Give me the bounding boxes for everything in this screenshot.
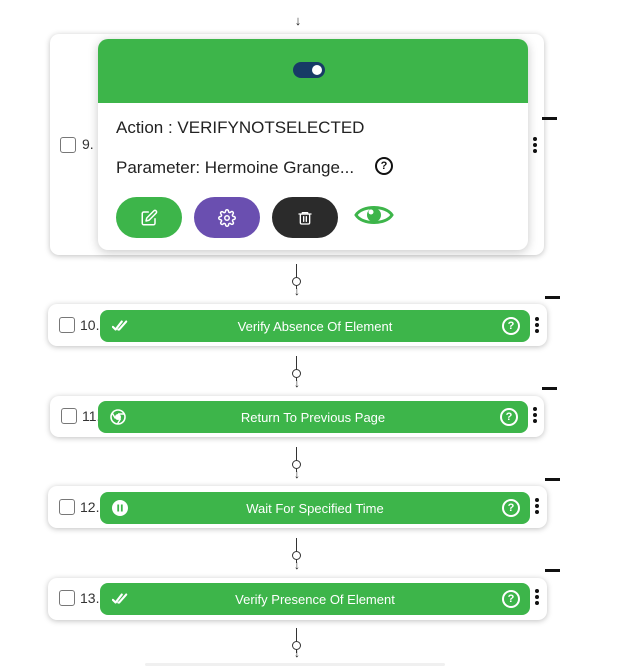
collapse-dash-11-icon[interactable] [542,387,557,390]
step-checkbox-10[interactable] [59,317,75,333]
step-pill-11[interactable]: Return To Previous Page ? [98,401,528,433]
edit-icon [141,209,158,225]
pause-icon [112,500,128,516]
step-pill-12[interactable]: Wait For Specified Time ? [100,492,530,524]
delete-button[interactable] [272,197,338,238]
step-help-12-icon[interactable]: ? [502,499,520,517]
collapse-dash-9-icon[interactable] [542,117,557,120]
step-menu-11-icon[interactable] [533,407,537,425]
edit-button[interactable] [116,197,182,238]
step-checkbox-11[interactable] [61,408,77,424]
step-number-12: 12. [80,499,100,515]
step-label-11: Return To Previous Page [240,409,386,425]
step-number-11: 11. [82,408,101,424]
double-check-icon [112,591,128,607]
step-checkbox-9[interactable] [60,137,76,153]
step-help-10-icon[interactable]: ? [502,317,520,335]
step-menu-13-icon[interactable] [535,589,539,607]
enable-toggle[interactable] [293,62,325,78]
next-step-card-edge [145,663,445,666]
double-check-icon [112,318,128,334]
step-number-13: 13. [80,590,100,606]
step-9-detail-popup: Action : VERIFYNOTSELECTED Parameter: He… [98,39,528,250]
step-checkbox-12[interactable] [59,499,75,515]
connector-10-11: ↓ [290,356,304,389]
collapse-dash-13-icon[interactable] [545,569,560,572]
step-menu-12-icon[interactable] [535,498,539,516]
connector-9-10: ↓ [290,264,304,297]
step-menu-9-icon[interactable] [533,137,537,155]
step-pill-13[interactable]: Verify Presence Of Element ? [100,583,530,615]
connector-13-next: ↓ [290,628,304,660]
toggle-knob [312,65,322,75]
collapse-dash-12-icon[interactable] [545,478,560,481]
connector-12-13: ↓ [290,538,304,571]
step-label-13: Verify Presence Of Element [235,591,395,607]
step-help-13-icon[interactable]: ? [502,590,520,608]
collapse-dash-10-icon[interactable] [545,296,560,299]
action-text: Action : VERIFYNOTSELECTED [116,118,365,137]
delete-icon [298,211,312,225]
eye-icon[interactable] [354,202,394,228]
parameter-help-icon[interactable]: ? [375,157,393,175]
top-arrow-icon: ↓ [294,13,302,28]
step-number-9: 9. [82,136,94,152]
chrome-icon [110,409,126,425]
step-pill-10[interactable]: Verify Absence Of Element ? [100,310,530,342]
step-checkbox-13[interactable] [59,590,75,606]
parameter-text: Parameter: Hermoine Grange... [116,158,355,177]
step-label-12: Wait For Specified Time [246,500,384,516]
step-label-10: Verify Absence Of Element [237,318,393,334]
step-number-10: 10. [80,317,100,333]
step-help-11-icon[interactable]: ? [500,408,518,426]
connector-11-12: ↓ [290,447,304,480]
settings-icon [218,208,236,227]
step-menu-10-icon[interactable] [535,317,539,335]
settings-button[interactable] [194,197,260,238]
popup-header [98,39,528,103]
